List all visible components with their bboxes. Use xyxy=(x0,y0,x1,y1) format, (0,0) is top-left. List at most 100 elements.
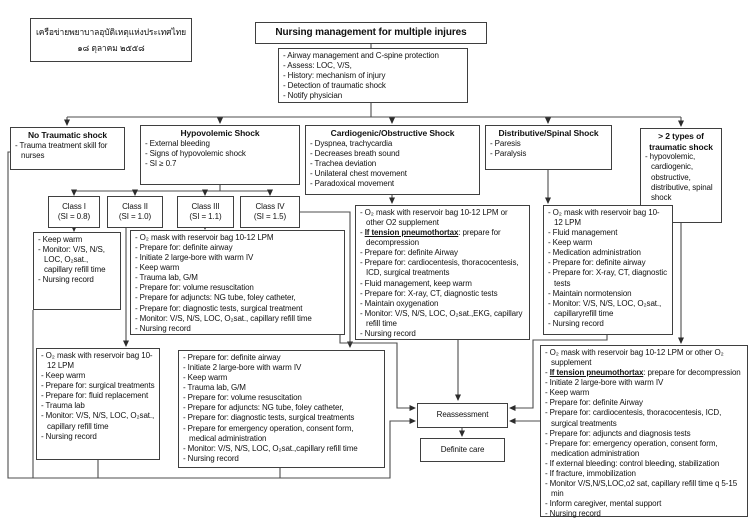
box-item: - Assess: LOC, V/S, xyxy=(283,61,352,71)
box-item: Class IV xyxy=(255,201,285,211)
box-item: - Decreases breath sound xyxy=(310,148,400,158)
box-item: - Fluid management xyxy=(548,228,618,238)
box-item: (SI = 1.0) xyxy=(118,212,152,221)
box-item: - Prepare for: fluid replacement xyxy=(41,391,149,401)
node-hypovolemic-shock: Hypovolemic Shock- External bleeding- Si… xyxy=(140,125,300,185)
box-item: - Keep warm xyxy=(545,388,590,398)
box-item: - Maintain normotension xyxy=(548,288,632,298)
box-item: - Keep warm xyxy=(183,373,228,383)
box-item: (SI = 1.5) xyxy=(253,212,287,221)
box-item: - Prepare for: definite Airway xyxy=(360,248,458,258)
emphasized-condition: If tension pneumothortax xyxy=(549,368,644,378)
box-item: - Prepare for: surgical treatments xyxy=(41,381,155,391)
box-item: - Keep warm xyxy=(38,235,83,244)
node-reassessment: Reassessment xyxy=(417,403,508,428)
box-item: - Nursing record xyxy=(38,275,94,285)
node-class1-actions: - Keep warm- Monitor: V/S, N/S, LOC, O₂s… xyxy=(33,232,121,310)
box-item: - Prepare for: cardiocentesis, thoracoce… xyxy=(545,408,722,428)
box-item: - O₂ mask with reservoir bag 10-12 LPM xyxy=(135,233,274,242)
box-item: - O₂ mask with reservoir bag 10-12 LPM o… xyxy=(545,348,724,368)
node-definite-care: Definite care xyxy=(420,438,505,462)
box-item: - Nursing record xyxy=(41,431,97,441)
box-item: - Prepare for emergency operation, conse… xyxy=(183,423,354,443)
box-item: - Initiate 2 large-bore with warm IV xyxy=(135,253,254,263)
box-item: - Maintain oxygenation xyxy=(360,298,439,308)
box-item: - Notify physician xyxy=(283,91,343,101)
box-title: > 2 types of traumatic shock xyxy=(649,131,713,152)
box-item: - Prepare for adjuncts: NG tube, foley c… xyxy=(135,293,296,303)
node-cardiogenic-actions: - O₂ mask with reservoir bag 10-12 LPM o… xyxy=(355,205,530,340)
box-item: - Monitor: V/S, N/S, LOC, O₂sat.,capilla… xyxy=(183,443,358,453)
box-item: - Trauma lab, G/M xyxy=(183,383,246,393)
box-item: - If external bleeding: control bleeding… xyxy=(545,458,720,468)
box-item: - Detection of traumatic shock xyxy=(283,81,386,91)
box-item: Class II xyxy=(122,201,148,211)
box-item: - Nursing record xyxy=(545,509,601,519)
box-title: Distributive/Spinal Shock xyxy=(498,128,599,138)
box-item: - Prepare for: definite airway xyxy=(548,258,646,268)
box-item: - Prepare for: definite Airway xyxy=(545,398,643,408)
box-item: - Paresis xyxy=(490,138,521,148)
box-item: - If tension pneumothortax: prepare for … xyxy=(360,228,501,248)
box-item: - Monitor: V/S, N/S, LOC, O₂sat.,EKG, ca… xyxy=(360,308,523,328)
box-item: - Dyspnea, trachycardia xyxy=(310,138,393,148)
box-item: - Unilateral chest movement xyxy=(310,168,407,178)
box-item: - Trauma lab xyxy=(41,401,85,411)
box-item: - Medication administration xyxy=(548,248,641,258)
box-item: - Keep warm xyxy=(41,371,86,381)
box-item: - Nursing record xyxy=(548,318,604,328)
box-item: - hypovolemic, cardiogenic, obstructive,… xyxy=(645,152,713,202)
box-item: - Prepare for: cardiocentesis, thoracoce… xyxy=(360,258,519,278)
node-main-title: Nursing management for multiple injures xyxy=(255,22,487,44)
box-item: - Prepare for: diagnostic tests, surgica… xyxy=(135,303,303,313)
node-class2-escalation-actions: - O₂ mask with reservoir bag 10-12 LPM- … xyxy=(36,348,160,460)
box-item: - O₂ mask with reservoir bag 10-12 LPM xyxy=(548,208,660,228)
box-item: - Initiate 2 large-bore with warm IV xyxy=(545,378,664,388)
node-no-traumatic-shock: No Traumatic shock- Trauma treatment ski… xyxy=(10,127,125,170)
box-item: - Airway management and C-spine protecti… xyxy=(283,51,439,60)
box-item: Class I xyxy=(62,201,86,211)
box-item: - Keep warm xyxy=(135,263,180,273)
box-item: - Trauma treatment skill for nurses xyxy=(15,140,108,160)
box-item: Definite care xyxy=(440,444,485,454)
box-item: - Prepare for: definite airway xyxy=(183,353,281,362)
box-item: - SI ≥ 0.7 xyxy=(145,158,177,168)
box-item: (SI = 0.8) xyxy=(57,212,91,221)
box-item: Nursing management for multiple injures xyxy=(275,26,467,38)
box-item: - Prepare for: X-ray, CT, diagnostic tes… xyxy=(360,288,498,298)
box-item: - Inform caregiver, mental support xyxy=(545,499,662,509)
emphasized-condition: If tension pneumothortax xyxy=(364,228,459,238)
node-class4-actions: - Prepare for: definite airway- Initiate… xyxy=(178,350,385,468)
box-item: - Prepare for: X-ray, CT, diagnostic tes… xyxy=(548,268,667,288)
box-item: เครือข่ายพยาบาลอุบัติเหตุแห่งประเทศไทย xyxy=(35,26,187,37)
box-item: - Prepare for: volume resuscitation xyxy=(183,393,302,403)
box-item: - Trachea deviation xyxy=(310,158,377,168)
box-item: ๑๘ ตุลาคม ๒๕๕๘ xyxy=(77,43,145,53)
box-item: - Paradoxical movement xyxy=(310,179,395,189)
box-item: - Monitor: V/S, N/S, LOC, O₂sat., capill… xyxy=(548,298,662,318)
node-distributive-spinal-shock: Distributive/Spinal Shock- Paresis- Para… xyxy=(485,125,612,170)
node-class-1: Class I(SI = 0.8) xyxy=(48,196,100,228)
box-item: - If fracture, immobilization xyxy=(545,468,636,478)
box-title: Cardiogenic/Obstructive Shock xyxy=(330,128,455,138)
box-item: - Nursing record xyxy=(360,328,416,338)
box-item: - External bleeding xyxy=(145,138,210,148)
box-item: - Prepare for adjuncts: NG tube, foley c… xyxy=(183,403,344,413)
box-item: - History: mechanism of injury xyxy=(283,71,386,81)
node-class2-3-actions: - O₂ mask with reservoir bag 10-12 LPM- … xyxy=(130,230,345,335)
box-item: (SI = 1.1) xyxy=(189,212,222,221)
box-item: - Monitor V/S,N/S,LOC,o2 sat, capillary … xyxy=(545,479,738,499)
box-item: - Monitor: V/S, N/S, LOC, O₂sat., capill… xyxy=(38,245,106,275)
box-title: Hypovolemic Shock xyxy=(180,128,260,138)
box-item: - If tension pneumothortax: prepare for … xyxy=(545,368,741,378)
box-title: No Traumatic shock xyxy=(28,130,107,140)
node-distributive-actions: - O₂ mask with reservoir bag 10-12 LPM- … xyxy=(543,205,673,335)
box-item: - Monitor: V/S, N/S, LOC, O₂sat., capill… xyxy=(41,411,155,431)
box-item: - Prepare for: volume resuscitation xyxy=(135,283,254,293)
box-item: - O₂ mask with reservoir bag 10-12 LPM xyxy=(41,351,153,371)
box-item: - Trauma lab, G/M xyxy=(135,273,198,283)
box-item: - Prepare for: definite airway xyxy=(135,243,233,253)
node-initial-assessment: - Airway management and C-spine protecti… xyxy=(278,48,468,103)
